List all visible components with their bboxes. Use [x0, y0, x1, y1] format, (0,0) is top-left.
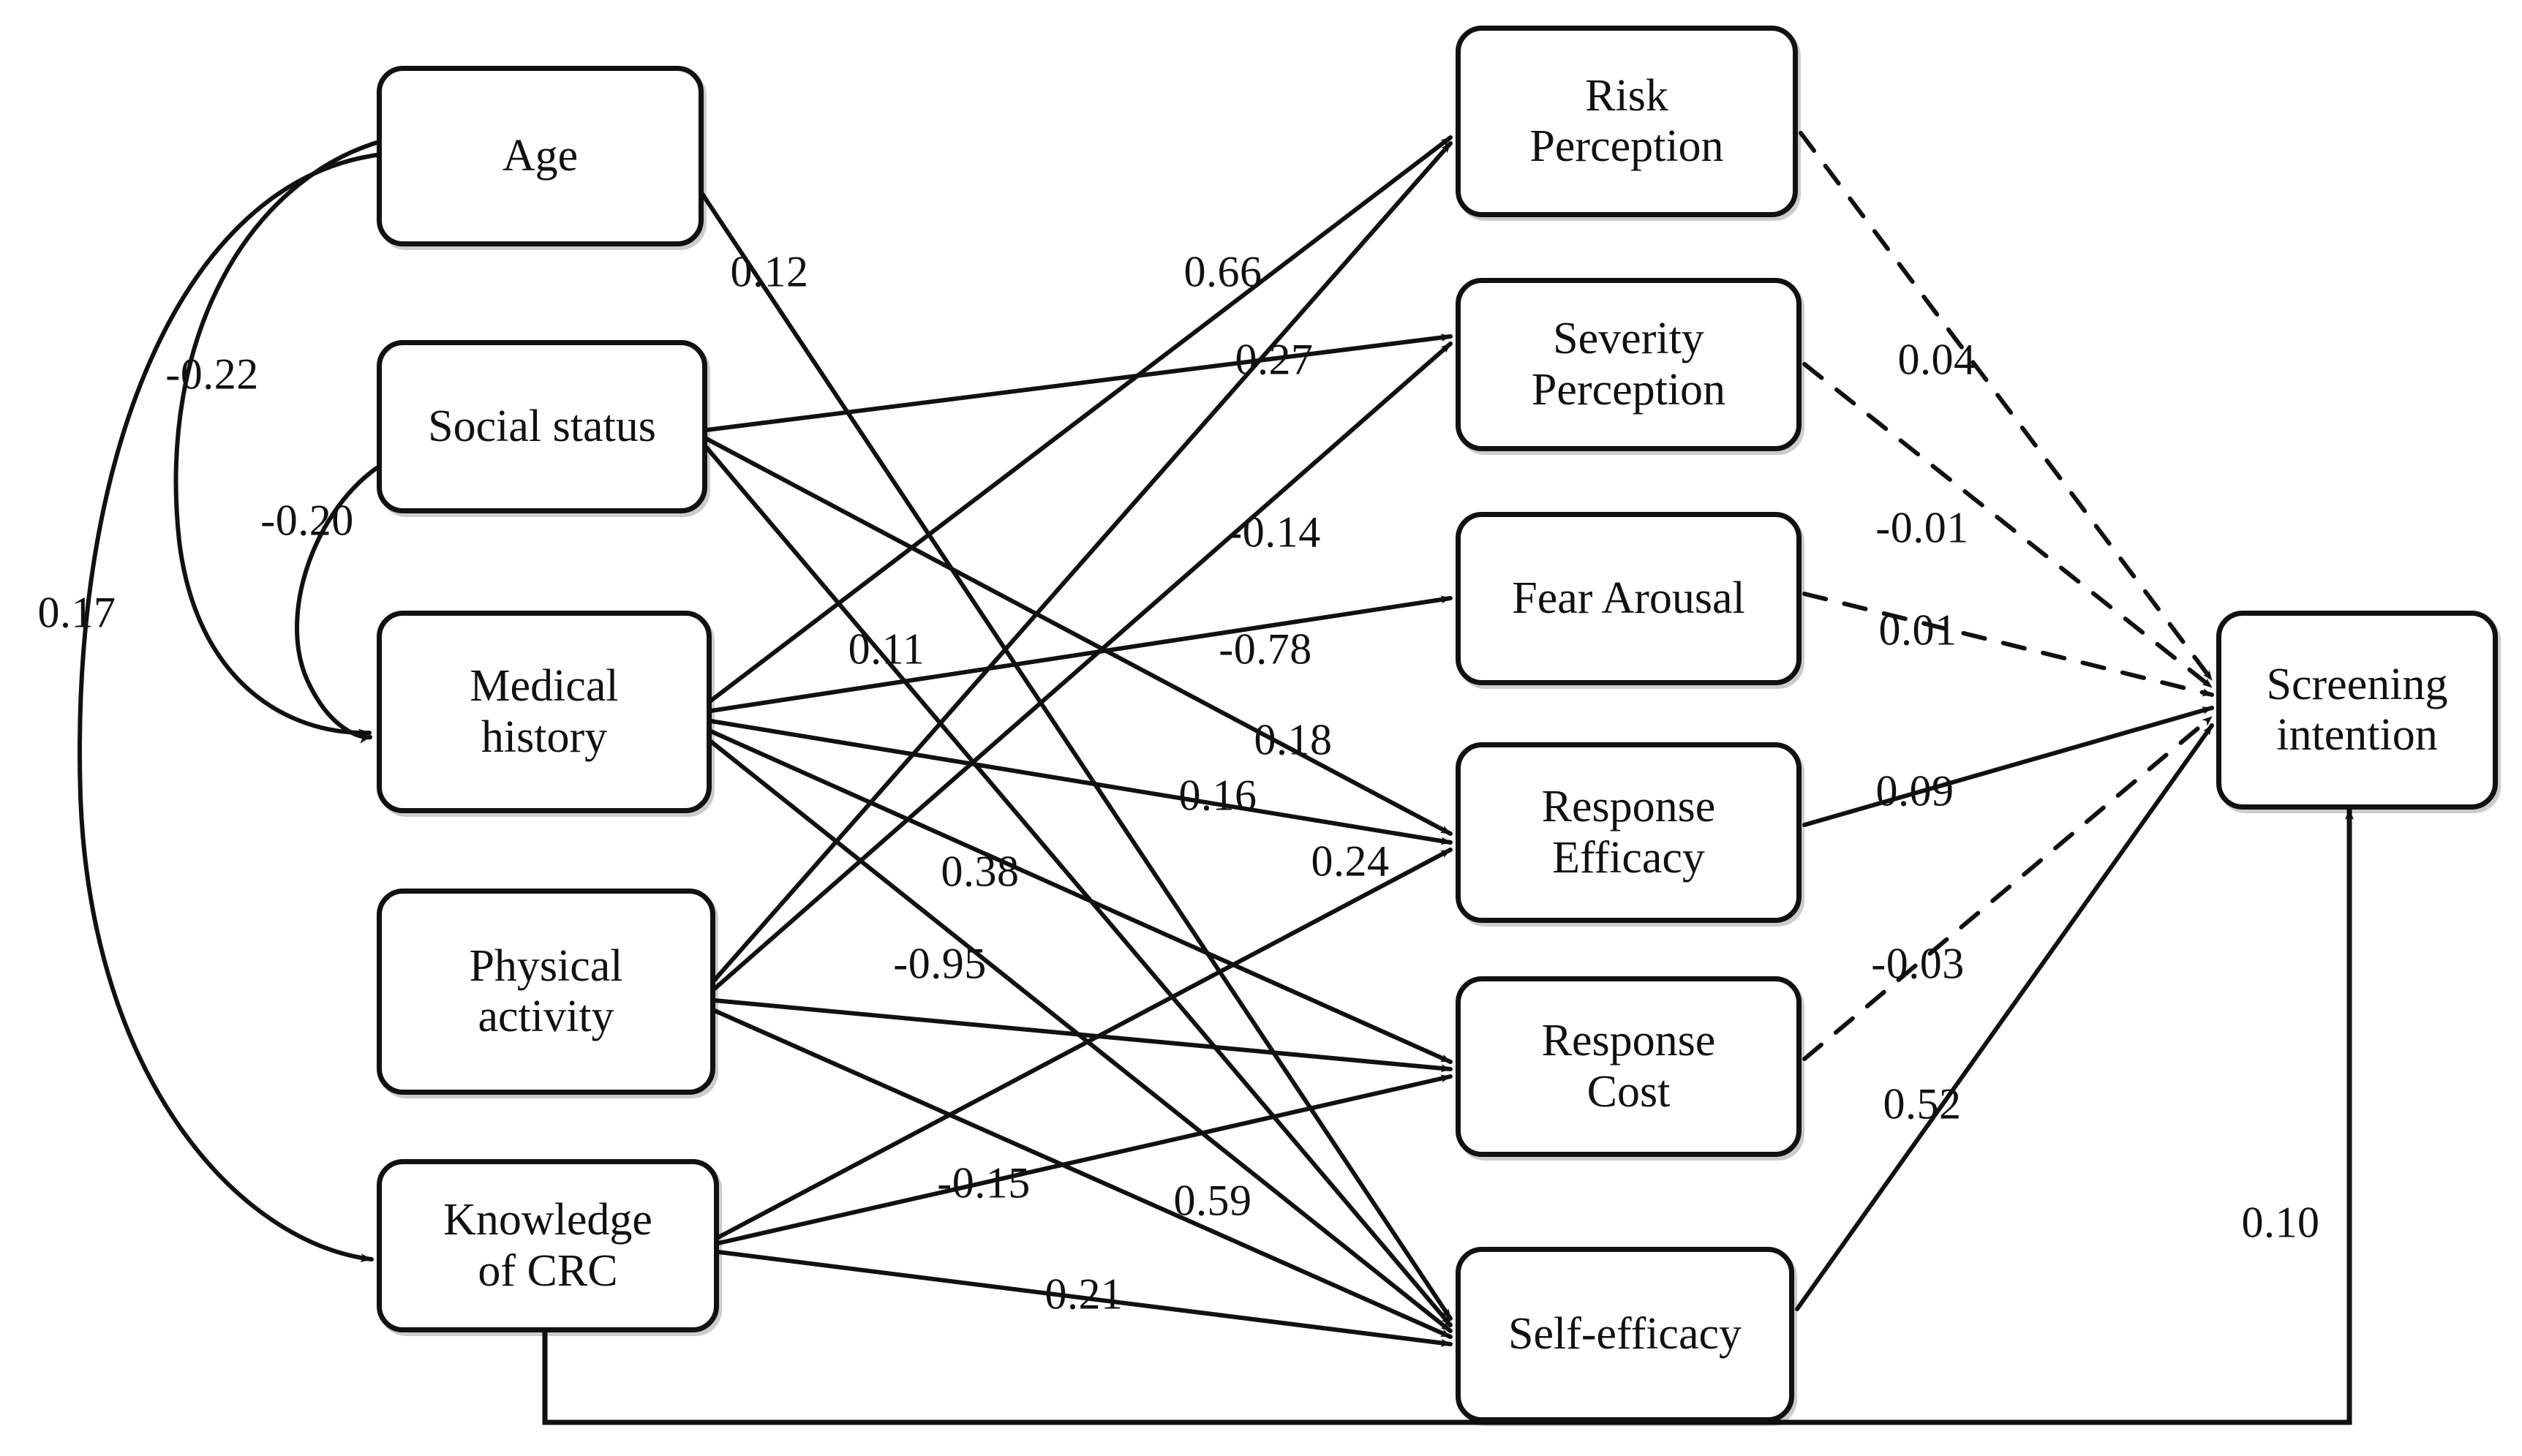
- node-fear-arousal-label: Fear Arousal: [1512, 573, 1745, 623]
- edge-label-neg-0-01: -0.01: [1875, 503, 1969, 552]
- node-self-efficacy[interactable]: Self-efficacy: [1456, 1247, 1794, 1422]
- edge-label-0-11: 0.11: [848, 625, 925, 674]
- edge-label-neg-0-03: -0.03: [1871, 939, 1965, 988]
- node-response-efficacy-line2: Efficacy: [1552, 832, 1705, 883]
- node-risk-perception-line1: Risk: [1585, 70, 1668, 121]
- edge-label-neg-0-14: -0.14: [1227, 508, 1321, 557]
- edge-label-0-66: 0.66: [1183, 247, 1262, 296]
- edge-label-0-38: 0.38: [941, 847, 1020, 896]
- node-social-status-label: Social status: [428, 401, 656, 451]
- edge-knowledge-crc-to-screening-intention-direct: [542, 806, 2354, 1425]
- edge-knowledge-crc-to-response-efficacy: [716, 848, 1453, 1240]
- edge-label-neg-0-22: -0.22: [165, 350, 259, 399]
- node-screening-intention-label: Screening intention: [2267, 660, 2448, 761]
- edge-severity-perception-to-screening-intention: [1802, 362, 2214, 690]
- edge-label-0-59: 0.59: [1173, 1176, 1252, 1225]
- edge-label-0-17: 0.17: [37, 588, 116, 637]
- edge-label-neg-0-20: -0.20: [260, 496, 354, 545]
- node-response-cost[interactable]: Response Cost: [1456, 976, 1802, 1157]
- edge-medical-history-to-risk-perception: [709, 135, 1453, 703]
- edge-label-neg-0-95: -0.95: [893, 939, 987, 988]
- edge-social-status-to-self-efficacy: [704, 445, 1453, 1327]
- edge-label-0-18: 0.18: [1254, 715, 1333, 764]
- edge-label-neg-0-78: -0.78: [1219, 625, 1312, 674]
- edge-label-0-12: 0.12: [730, 247, 809, 296]
- node-screening-intention-line2: intention: [2276, 710, 2438, 760]
- node-screening-intention[interactable]: Screening intention: [2216, 611, 2498, 810]
- node-medical-history-line2: history: [481, 712, 608, 762]
- edge-medical-history-to-fear-arousal: [709, 595, 1453, 713]
- edge-label-0-21: 0.21: [1044, 1270, 1123, 1319]
- node-fear-arousal[interactable]: Fear Arousal: [1456, 512, 1802, 685]
- node-severity-perception-label: Severity Perception: [1532, 314, 1725, 415]
- edge-label-0-04: 0.04: [1897, 335, 1976, 384]
- edge-physical-activity-to-self-efficacy: [712, 1008, 1453, 1339]
- node-knowledge-crc-line2: of CRC: [478, 1245, 618, 1296]
- edge-label-0-10: 0.10: [2241, 1198, 2320, 1247]
- edge-social-status-to-severity-perception: [704, 333, 1453, 432]
- edge-label-neg-0-15: -0.15: [937, 1158, 1031, 1207]
- node-risk-perception-line2: Perception: [1529, 121, 1724, 171]
- node-screening-intention-line1: Screening: [2266, 659, 2448, 709]
- node-physical-activity-line1: Physical: [469, 940, 623, 991]
- node-medical-history-label: Medical history: [470, 661, 618, 763]
- node-risk-perception[interactable]: Risk Perception: [1456, 26, 1798, 217]
- node-knowledge-crc[interactable]: Knowledge of CRC: [377, 1159, 719, 1332]
- node-response-cost-line1: Response: [1541, 1016, 1716, 1066]
- node-response-efficacy-label: Response Efficacy: [1542, 782, 1716, 883]
- edge-label-0-52: 0.52: [1883, 1079, 1962, 1128]
- edge-knowledge-crc-to-response-cost: [716, 1074, 1453, 1245]
- node-medical-history[interactable]: Medical history: [377, 611, 712, 813]
- edge-knowledge-crc-to-self-efficacy: [716, 1250, 1453, 1347]
- node-self-efficacy-label: Self-efficacy: [1508, 1309, 1742, 1359]
- node-social-status[interactable]: Social status: [377, 340, 707, 513]
- node-severity-perception-line2: Perception: [1531, 364, 1726, 415]
- edge-risk-perception-to-screening-intention: [1799, 131, 2214, 682]
- node-response-efficacy-line1: Response: [1541, 782, 1716, 832]
- edge-response-efficacy-to-screening-intention: [1802, 706, 2214, 827]
- edge-medical-history-to-self-efficacy: [709, 739, 1453, 1333]
- edge-response-cost-to-screening-intention: [1802, 714, 2214, 1061]
- edge-age-to-self-efficacy: [700, 192, 1453, 1321]
- edge-label-0-24: 0.24: [1311, 837, 1390, 886]
- node-knowledge-crc-line1: Knowledge: [443, 1195, 652, 1245]
- edge-label-0-09: 0.09: [1875, 766, 1954, 815]
- edge-label-0-01: 0.01: [1878, 606, 1957, 655]
- node-severity-perception[interactable]: Severity Perception: [1456, 278, 1802, 451]
- node-response-cost-label: Response Cost: [1542, 1016, 1716, 1117]
- node-severity-perception-line1: Severity: [1553, 314, 1704, 364]
- edge-label-0-27: 0.27: [1235, 335, 1314, 384]
- edge-social-status-to-response-efficacy: [704, 437, 1453, 836]
- edge-physical-activity-to-severity-perception: [712, 342, 1453, 991]
- edge-social-status-to-medical-history: [295, 466, 379, 744]
- edge-fear-arousal-to-screening-intention: [1802, 592, 2214, 697]
- edge-medical-history-to-response-efficacy: [709, 719, 1453, 845]
- edge-medical-history-to-response-cost: [709, 729, 1453, 1064]
- node-age[interactable]: Age: [377, 66, 704, 246]
- edge-age-to-knowledge-crc: [78, 153, 379, 1263]
- node-medical-history-line1: Medical: [470, 661, 619, 712]
- node-physical-activity-label: Physical activity: [469, 941, 622, 1043]
- edge-self-efficacy-to-screening-intention: [1795, 723, 2214, 1311]
- node-physical-activity[interactable]: Physical activity: [377, 889, 715, 1095]
- edge-physical-activity-to-response-cost: [712, 998, 1453, 1073]
- edge-label-0-16: 0.16: [1178, 771, 1257, 820]
- node-response-efficacy[interactable]: Response Efficacy: [1456, 742, 1802, 923]
- node-physical-activity-line2: activity: [478, 992, 614, 1041]
- node-age-label: Age: [502, 130, 579, 181]
- node-knowledge-crc-label: Knowledge of CRC: [443, 1195, 652, 1297]
- node-risk-perception-label: Risk Perception: [1529, 71, 1723, 173]
- edge-age-to-medical-history: [173, 140, 379, 738]
- node-response-cost-line2: Cost: [1586, 1066, 1671, 1117]
